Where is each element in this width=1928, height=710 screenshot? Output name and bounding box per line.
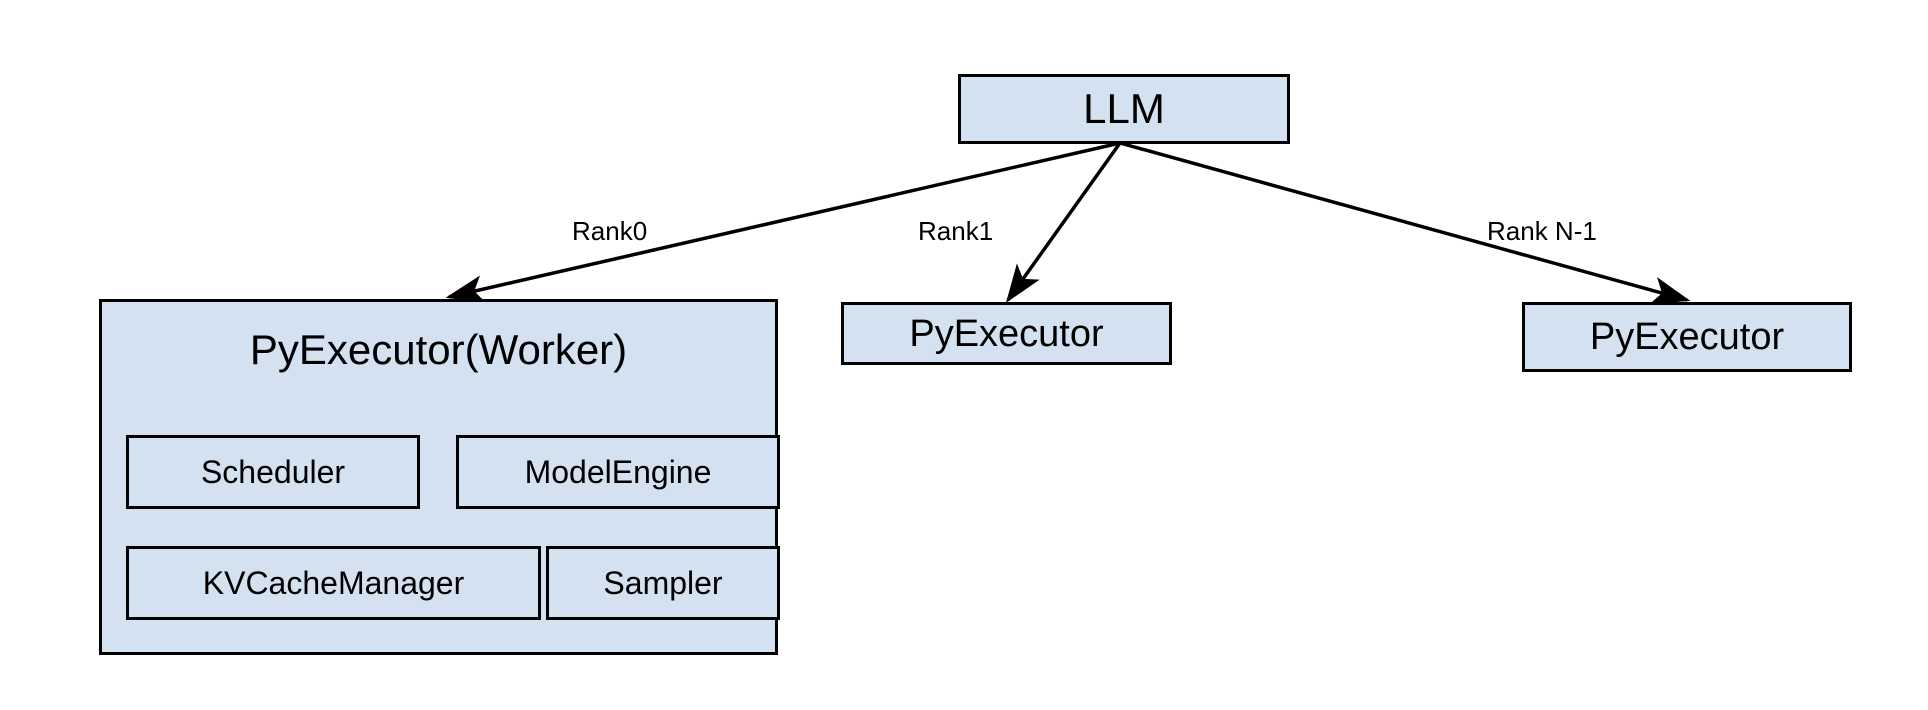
edge-label-rank-n-1: Rank N-1: [1487, 216, 1597, 246]
edge-label-rank0: Rank0: [572, 216, 648, 246]
node-pyexecutor-rank-n-1-label: PyExecutor: [1589, 316, 1785, 358]
node-llm-label: LLM: [1083, 85, 1165, 132]
edge-llm-to-executor-right: [1119, 141, 1691, 305]
subnode-modelengine[interactable]: ModelEngine: [456, 435, 780, 509]
subnode-kvcachemanager[interactable]: KVCacheManager: [126, 546, 541, 620]
node-pyexecutor-worker-label: PyExecutor(Worker): [249, 326, 628, 373]
node-pyexecutor-worker[interactable]: PyExecutor(Worker) Scheduler ModelEngine…: [99, 299, 780, 655]
subnode-scheduler-label: Scheduler: [200, 454, 346, 490]
subnode-scheduler[interactable]: Scheduler: [126, 435, 420, 509]
node-llm[interactable]: LLM: [958, 74, 1290, 144]
node-pyexecutor-rank1[interactable]: PyExecutor: [841, 302, 1172, 365]
node-pyexecutor-rank1-label: PyExecutor: [909, 312, 1104, 355]
edge-label-rank1: Rank1: [918, 216, 994, 246]
subnode-sampler[interactable]: Sampler: [546, 546, 780, 620]
node-pyexecutor-rank-n-1[interactable]: PyExecutor: [1522, 302, 1852, 372]
subnode-kvcachemanager-label: KVCacheManager: [202, 565, 465, 601]
edge-llm-to-executor-mid: [1005, 141, 1122, 303]
edge-llm-to-worker: [445, 141, 1121, 303]
subnode-modelengine-label: ModelEngine: [524, 454, 712, 490]
subnode-sampler-label: Sampler: [603, 565, 723, 601]
